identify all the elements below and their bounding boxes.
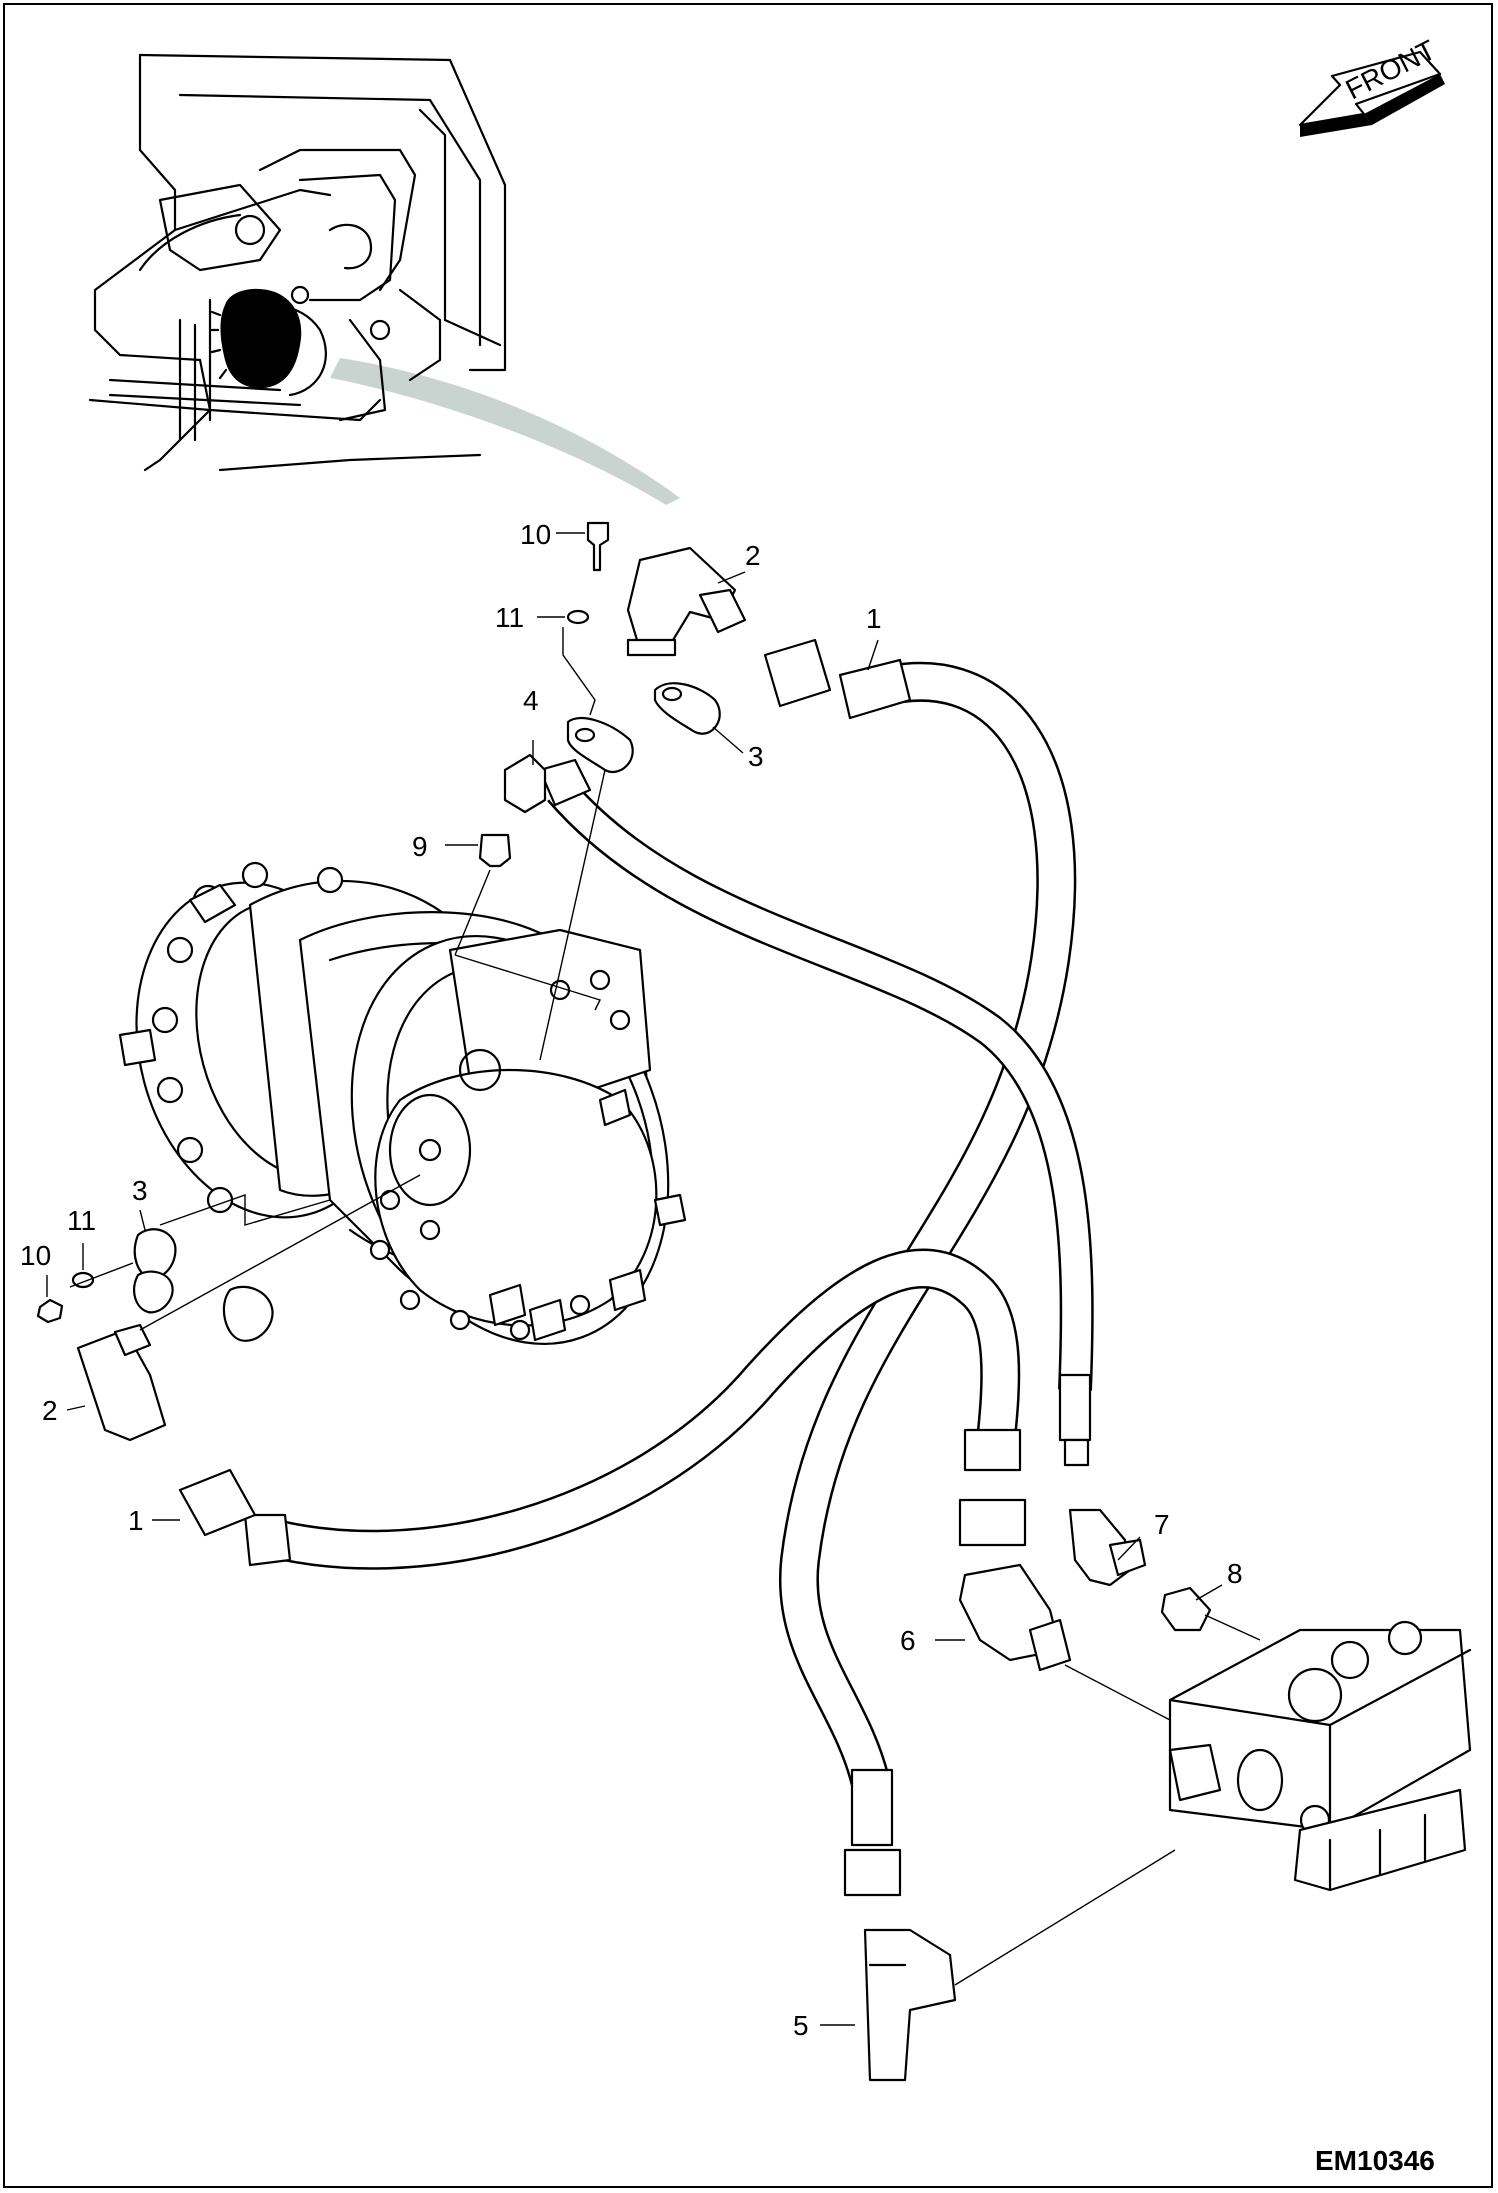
callout-5: 5 xyxy=(793,2010,809,2041)
fitting-5-icon xyxy=(863,1928,957,2082)
callout-1-left: 1 xyxy=(128,1505,144,1536)
callout-leaders xyxy=(46,532,1223,2026)
split-flange-3-lower-icon xyxy=(222,1285,274,1342)
drawing-code: EM10346 xyxy=(1315,2145,1435,2176)
callout-2-top: 2 xyxy=(745,540,761,571)
split-flange-3-icon xyxy=(566,717,634,773)
adapter-8-icon xyxy=(1160,1586,1212,1632)
callout-4: 4 xyxy=(523,685,539,716)
callout-10-top: 10 xyxy=(520,519,551,550)
valve-block xyxy=(863,1508,1472,2082)
washer-11-top-icon xyxy=(566,609,590,625)
valve-port-icon xyxy=(1236,1748,1284,1812)
callout-9: 9 xyxy=(412,831,428,862)
callout-6: 6 xyxy=(900,1625,916,1656)
callout-10-left: 10 xyxy=(20,1240,51,1271)
top-fitting-group xyxy=(454,521,747,1061)
hose-fittings xyxy=(178,638,1092,1897)
front-arrow-icon: FRONT xyxy=(1298,34,1445,137)
drive-motor xyxy=(118,861,687,1345)
split-flange-3-right-icon xyxy=(653,682,721,735)
callout-11-left: 11 xyxy=(67,1205,96,1236)
elbow-4-icon xyxy=(503,753,547,814)
bolt-10-left-icon xyxy=(36,1298,64,1324)
bolt-10-top-icon xyxy=(586,521,610,572)
machine-locator-inset xyxy=(88,53,680,505)
callout-7: 7 xyxy=(1154,1509,1170,1540)
callout-8: 8 xyxy=(1227,1558,1243,1589)
callout-11-top: 11 xyxy=(495,602,524,633)
plug-9-icon xyxy=(478,833,512,868)
callout-2-left: 2 xyxy=(42,1395,58,1426)
valve-cap-3-icon xyxy=(1387,1620,1423,1656)
callout-1-top: 1 xyxy=(866,603,882,634)
left-fitting-group xyxy=(36,1174,421,1442)
split-flange-3-left-icon xyxy=(133,1228,177,1280)
callout-3-left: 3 xyxy=(132,1175,148,1206)
callouts: 10 11 2 1 3 4 9 3 11 10 2 1 7 8 6 5 xyxy=(20,519,1243,2041)
valve-cap-2-icon xyxy=(1330,1640,1370,1680)
elbow-2-top-icon xyxy=(626,546,737,652)
highlight-band xyxy=(330,358,680,505)
hoses xyxy=(254,661,1094,1786)
callout-3-top: 3 xyxy=(748,741,764,772)
valve-cap-1-icon xyxy=(1287,1667,1343,1723)
